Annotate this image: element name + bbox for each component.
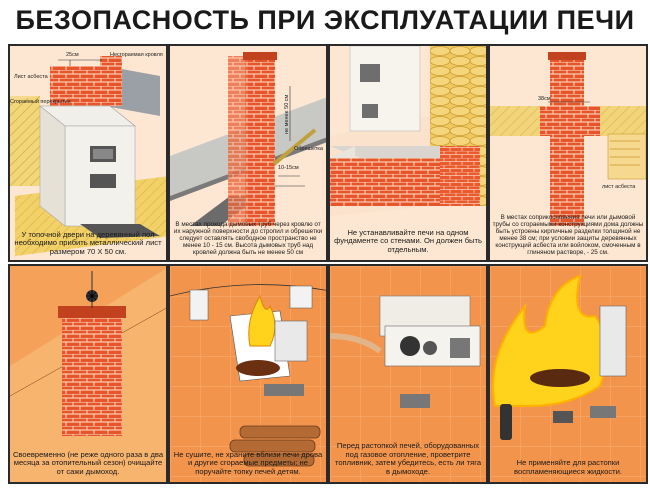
asbestos-label: Лист асбеста (14, 74, 48, 80)
poster-title: БЕЗОПАСНОСТЬ ПРИ ЭКСПЛУАТАЦИИ ПЕЧИ (15, 4, 635, 35)
dimension-label: 38см (538, 96, 551, 102)
panel-door-metal-sheet: 25см Несгораемая кровля Лист асбеста Сго… (8, 44, 168, 262)
panel-caption: Перед растопкой печей, оборудованных под… (334, 441, 482, 476)
flammable-liquids-illustration (490, 266, 646, 482)
foundation-illustration (330, 46, 486, 216)
clearance-illustration (490, 52, 646, 226)
ceiling-label: Сгораемый перекрытие (10, 99, 71, 105)
panel-gas-ventilation: Перед растопкой печей, оборудованных под… (328, 264, 488, 484)
stove-illustration (10, 56, 166, 256)
panel-caption: Не устанавливайте печи на одном фундамен… (334, 227, 482, 254)
gas-ventilation-illustration (330, 266, 486, 482)
drying-wood-illustration (170, 266, 326, 482)
gap-label: 10-15см (278, 165, 299, 171)
panel-separate-foundation: Не устанавливайте печи на одном фундамен… (328, 44, 488, 262)
panel-caption: В местах соприкосновения печи или дымово… (492, 213, 644, 256)
panel-caption: Не применяйте для растопки воспламеняющи… (514, 458, 622, 476)
roof-label: Несгораемая кровля (110, 52, 163, 58)
dimension-label: 25см (66, 52, 79, 58)
panel-chimney-roof-gap: не менее 50 см Обрешетка 10-15см В места… (168, 44, 328, 262)
chimney-cleaning-illustration (10, 268, 166, 482)
panel-caption: В местах прохода дымовых труб через кров… (173, 220, 323, 256)
lath-label: Обрешетка (294, 146, 323, 152)
panel-brick-clearance: 38см лист асбеста В местах соприкосновен… (488, 44, 648, 262)
height-label: не менее 50 см (284, 94, 290, 134)
panel-caption: У топочной двери на деревянный пол необх… (14, 229, 162, 256)
chimney-roof-illustration (170, 52, 326, 226)
panel-chimney-cleaning: Своевременно (не реже одного раза в два … (8, 264, 168, 484)
panel-caption: Не сушите, не храните вблизи печи дрова … (173, 449, 323, 476)
panel-no-flammable-liquids: Не применяйте для растопки воспламеняющи… (488, 264, 648, 484)
asbestos-label: лист асбеста (602, 184, 636, 190)
panel-no-drying-wood: Не сушите, не храните вблизи печи дрова … (168, 264, 328, 484)
panel-caption: Своевременно (не реже одного раза в два … (12, 449, 164, 476)
